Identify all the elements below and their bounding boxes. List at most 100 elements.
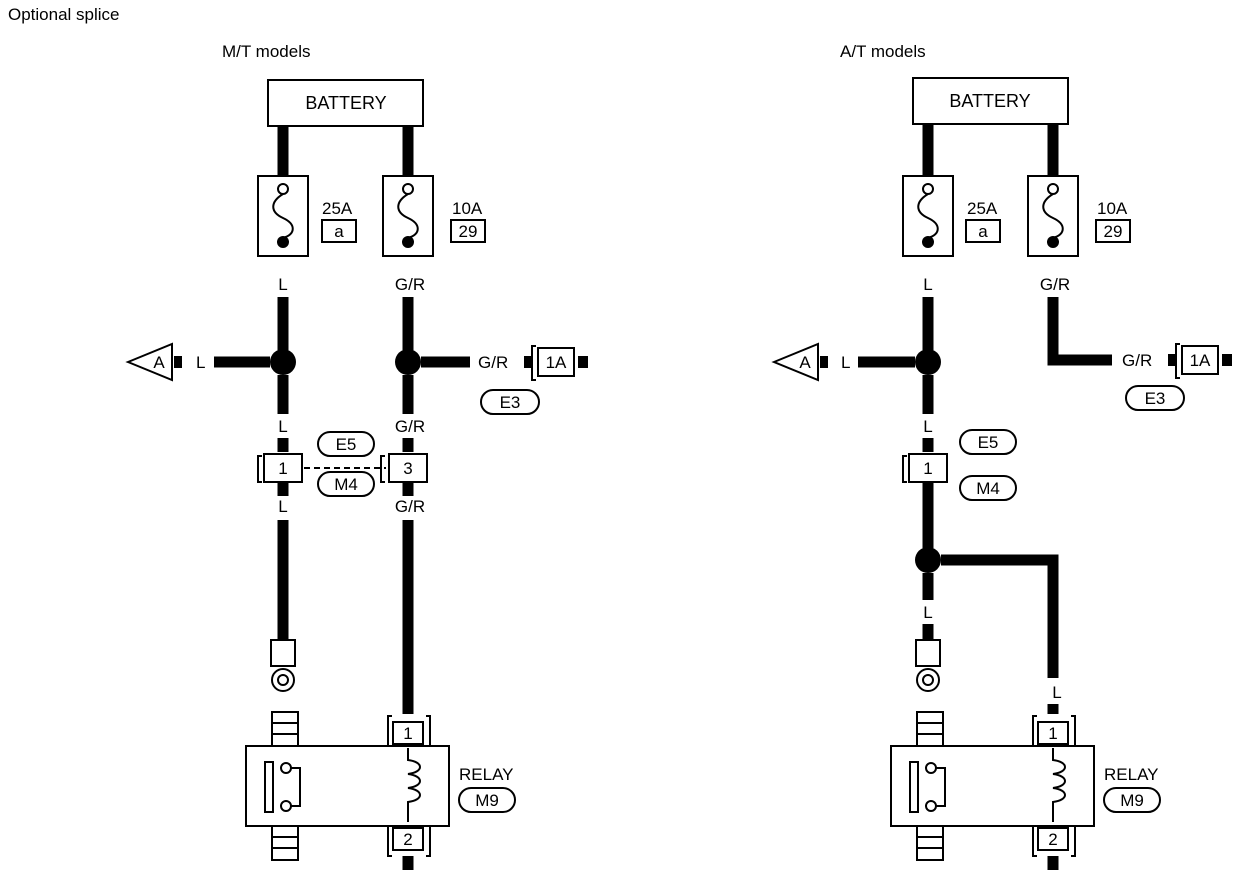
mt-conn-1a-label: 1A xyxy=(546,353,567,372)
mt-arrow-a-stub xyxy=(174,356,182,368)
at-relay-conn: M9 xyxy=(1120,791,1144,810)
at-wire-label-gr-branch: G/R xyxy=(1122,351,1152,370)
at-relay-pin2: 2 xyxy=(1048,830,1057,849)
mt-conn-m4-label: M4 xyxy=(334,475,358,494)
at-splice-top xyxy=(915,349,941,375)
at-conn-1a-stub-left xyxy=(1168,354,1176,366)
at-conn-e3-label: E3 xyxy=(1145,389,1166,408)
mt-fuse-right-rating: 10A xyxy=(452,199,483,218)
at-ground-terminal xyxy=(915,639,941,667)
at-arrow-a xyxy=(771,342,819,382)
mt-battery-box xyxy=(267,79,424,127)
at-wire-label-l-1: L xyxy=(923,275,932,294)
mt-wire-label-l-branch: L xyxy=(196,353,205,372)
at-wire-label-l-branch: L xyxy=(841,353,850,372)
at-fuse-right-id-box xyxy=(1095,219,1131,243)
at-battery-box xyxy=(912,77,1069,125)
mt-wire-label-gr-1: G/R xyxy=(395,275,425,294)
at-wire-label-l-2: L xyxy=(923,417,932,436)
mt-conn-m4-badge xyxy=(317,471,375,497)
mt-fuse-left xyxy=(257,175,309,257)
mt-conn-1a-stub-right xyxy=(578,356,588,368)
at-fuse-right-rating: 10A xyxy=(1097,199,1128,218)
at-relay-label: RELAY xyxy=(1104,765,1159,784)
at-conn-e3-badge xyxy=(1125,385,1185,411)
at-ground-ring-inner xyxy=(922,674,934,686)
at-conn-e5-label: E5 xyxy=(978,433,999,452)
at-conn-1a-stub-right xyxy=(1222,354,1232,366)
mt-fuse-left-rating: 25A xyxy=(322,199,353,218)
mt-wire-label-l-3: L xyxy=(278,497,287,516)
at-fuse-left-id: a xyxy=(978,222,988,241)
mt-relay-pin1: 1 xyxy=(403,724,412,743)
at-wire-gr-to-1a xyxy=(1047,297,1112,366)
at-conn-e5-badge xyxy=(959,429,1017,455)
mt-conn-e5-label: E5 xyxy=(336,435,357,454)
mt-ground-ring-inner xyxy=(277,674,289,686)
at-conn-1a-label: 1A xyxy=(1190,351,1211,370)
at-splice-bottom xyxy=(915,547,941,573)
at-wire-label-l-relay: L xyxy=(1052,683,1061,702)
at-fuse-left xyxy=(902,175,954,257)
mt-conn-1a-box xyxy=(537,347,575,377)
mt-conn-pin3-label: 3 xyxy=(403,459,412,478)
at-relay-pin2-box xyxy=(1037,827,1069,851)
at-relay xyxy=(890,711,1095,870)
mt-wire-label-gr-3: G/R xyxy=(395,497,425,516)
mt-relay-pin1-box xyxy=(392,721,424,745)
mt-fuse-left-id: a xyxy=(334,222,344,241)
at-fuse-right-id: 29 xyxy=(1104,222,1123,241)
mt-relay xyxy=(245,711,450,870)
mt-wire-label-gr-branch: G/R xyxy=(478,353,508,372)
mt-conn-3-bracket xyxy=(380,455,385,483)
mt-fuse-right-id-box xyxy=(450,219,486,243)
at-wire-label-l-3: L xyxy=(923,603,932,622)
at-conn-m4-label: M4 xyxy=(976,479,1000,498)
mt-ground-terminal xyxy=(270,639,296,667)
at-wire-l-to-relay xyxy=(941,554,1059,678)
at-conn-1a-bracket xyxy=(1175,343,1180,379)
mt-wire-label-l-2: L xyxy=(278,417,287,436)
mt-conn-1-bracket xyxy=(257,455,262,483)
mt-conn-e3-label: E3 xyxy=(500,393,521,412)
mt-arrow-a-label: A xyxy=(153,353,165,372)
mt-conn-1a-bracket xyxy=(531,345,536,381)
mt-wire-label-gr-2: G/R xyxy=(395,417,425,436)
mt-relay-conn: M9 xyxy=(475,791,499,810)
mt-title: M/T models xyxy=(222,42,311,61)
mt-relay-pin2: 2 xyxy=(403,830,412,849)
at-relay-conn-badge xyxy=(1103,787,1161,813)
at-arrow-a-stub xyxy=(820,356,828,368)
at-relay-pin1-box xyxy=(1037,721,1069,745)
mt-conn-e5-badge xyxy=(317,431,375,457)
at-fuse-left-id-box xyxy=(965,219,1001,243)
mt-relay-pin2-box xyxy=(392,827,424,851)
mt-fuse-right xyxy=(382,175,434,257)
mt-fuse-right-id: 29 xyxy=(459,222,478,241)
mt-conn-1a-stub-left xyxy=(524,356,532,368)
mt-arrow-a xyxy=(125,342,173,382)
mt-splice-right xyxy=(395,349,421,375)
mt-battery-label: BATTERY xyxy=(305,93,386,113)
at-conn-pin1-label: 1 xyxy=(923,459,932,478)
mt-fuse-left-id-box xyxy=(321,219,357,243)
mt-relay-conn-badge xyxy=(458,787,516,813)
mt-conn-pin1-box xyxy=(263,453,303,483)
at-conn-1a-box xyxy=(1181,345,1219,375)
mt-splice-left xyxy=(270,349,296,375)
mt-wire-label-l-1: L xyxy=(278,275,287,294)
mt-conn-e3-badge xyxy=(480,389,540,415)
mt-conn-pin1-label: 1 xyxy=(278,459,287,478)
page-title: Optional splice xyxy=(8,5,120,24)
at-fuse-right xyxy=(1027,175,1079,257)
mt-relay-label: RELAY xyxy=(459,765,514,784)
at-conn-m4-badge xyxy=(959,475,1017,501)
at-title: A/T models xyxy=(840,42,926,61)
at-arrow-a-label: A xyxy=(799,353,811,372)
at-wire-label-gr-1: G/R xyxy=(1040,275,1070,294)
at-conn-1-bracket xyxy=(902,455,907,483)
at-relay-pin1: 1 xyxy=(1048,724,1057,743)
at-fuse-left-rating: 25A xyxy=(967,199,998,218)
at-battery-label: BATTERY xyxy=(949,91,1030,111)
